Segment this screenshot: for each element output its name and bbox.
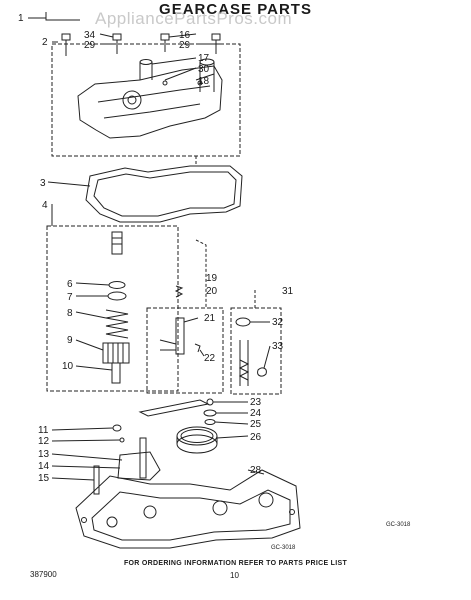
callout-28: 28 (250, 465, 262, 476)
link-23 (138, 399, 210, 417)
callout-20: 20 (206, 286, 218, 297)
callout-18: 18 (198, 76, 210, 87)
gear-9 (102, 342, 130, 364)
screw-2 (61, 33, 71, 56)
callout-30: 30 (198, 64, 210, 75)
callout-11: 11 (38, 425, 49, 436)
callout-24: 24 (250, 408, 262, 419)
bushing-17 (139, 62, 153, 80)
callout-13: 13 (38, 449, 50, 460)
callout-14: 14 (38, 461, 50, 472)
washer-24 (203, 409, 217, 417)
callout-31: 31 (282, 286, 294, 297)
shaft-13 (139, 437, 147, 479)
callout-26: 26 (250, 432, 262, 443)
washer-25 (204, 419, 216, 425)
callout-8: 8 (67, 308, 73, 319)
callout-4: 4 (42, 200, 48, 211)
pinion-shaft-31 (239, 340, 249, 386)
box-20 (146, 307, 224, 394)
pin-22 (194, 343, 201, 353)
callout-15: 15 (38, 473, 50, 484)
callout-12: 12 (38, 436, 50, 447)
bushing-18 (199, 62, 215, 92)
gearcase-cover (77, 65, 223, 139)
callout-32: 32 (272, 317, 284, 328)
document-number: 387900 (30, 570, 57, 579)
washer-6 (108, 281, 126, 289)
shift-lever-13 (117, 451, 161, 481)
callout-7: 7 (67, 292, 73, 303)
clip-33 (257, 367, 267, 377)
shaft-5 (111, 231, 123, 255)
callout-21: 21 (204, 313, 216, 324)
ordering-info-note: FOR ORDERING INFORMATION REFER TO PARTS … (123, 560, 348, 567)
callout-33: 33 (272, 341, 284, 352)
callout-23: 23 (250, 397, 262, 408)
page-number: 10 (230, 571, 239, 580)
callout-1: 1 (18, 13, 24, 24)
callout-17: 17 (198, 53, 210, 64)
callout-6: 6 (67, 279, 73, 290)
callout-29b: 29 (179, 40, 191, 51)
page-title: GEARCASE PARTS (159, 1, 312, 18)
diagram-code-small: GC-3018 (271, 545, 296, 551)
callout-25: 25 (250, 419, 262, 430)
shaft-10 (111, 362, 121, 384)
gearcase-base-28 (75, 469, 301, 549)
washer-7 (107, 291, 127, 301)
screw-29b (211, 33, 221, 54)
callout-labels: 1 2 3 4 6 7 8 9 10 11 12 13 14 15 16 17 … (18, 13, 294, 484)
washer-32 (235, 317, 251, 327)
screw-16 (160, 33, 170, 52)
callout-16: 16 (179, 30, 191, 41)
fork-21 (159, 339, 177, 351)
gasket-3 (85, 165, 243, 223)
box-31 (230, 307, 282, 395)
callout-3: 3 (40, 178, 46, 189)
watermark: AppliancePartsPros.com (95, 9, 293, 28)
spring-19 (174, 285, 184, 298)
callout-10: 10 (62, 361, 74, 372)
callout-2: 2 (42, 37, 48, 48)
shift-rod-21 (175, 317, 185, 355)
callout-29a: 29 (84, 40, 96, 51)
callout-9: 9 (67, 335, 73, 346)
spring-8 (105, 309, 129, 339)
top-cover-box (51, 43, 241, 157)
washer-12 (119, 437, 125, 443)
bushing-11 (112, 424, 122, 432)
callout-34: 34 (84, 30, 96, 41)
callout-19: 19 (206, 273, 218, 284)
callout-22: 22 (204, 353, 216, 364)
diagram-code: GC-3018 (386, 522, 411, 528)
